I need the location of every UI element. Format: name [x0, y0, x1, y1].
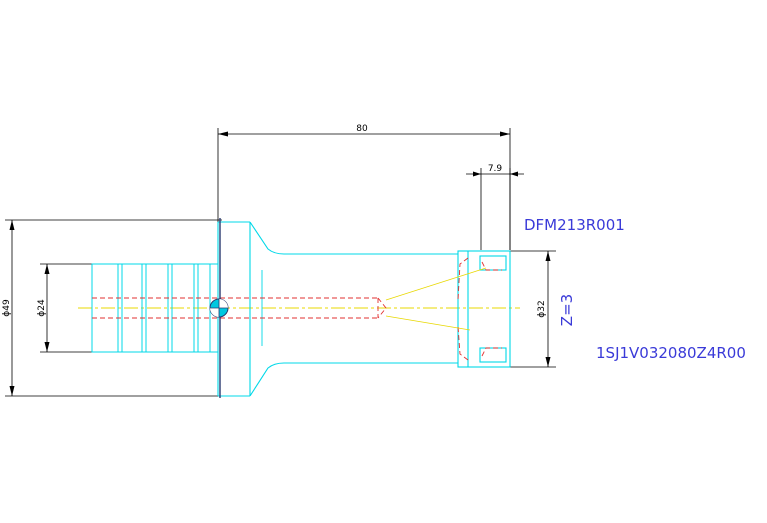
construction-lines [385, 267, 487, 331]
dim-text-tip-length: 7.9 [488, 164, 503, 174]
dim-text-head-diameter: ϕ32 [537, 300, 547, 317]
tool-body-outline [217, 221, 511, 397]
dim-shank-diameter: ϕ24 [37, 263, 92, 353]
dim-text-shank-diameter: ϕ24 [37, 299, 47, 317]
dim-tip-length: 7.9 [466, 164, 524, 250]
dim-text-overall-length: 80 [356, 124, 368, 134]
origin-marker-icon [209, 298, 229, 318]
dim-head-diameter: ϕ32 [510, 250, 556, 368]
hidden-lines [92, 257, 502, 361]
part-code-label: DFM213R001 [524, 216, 625, 234]
tool-code-label: 1SJ1V032080Z4R00 [596, 344, 746, 362]
teeth-count-label: Z=3 [558, 294, 576, 326]
dim-overall-length: 80 [217, 124, 511, 250]
dim-flange-diameter: ϕ49 [2, 219, 222, 397]
dim-text-flange-diameter: ϕ49 [2, 299, 12, 317]
